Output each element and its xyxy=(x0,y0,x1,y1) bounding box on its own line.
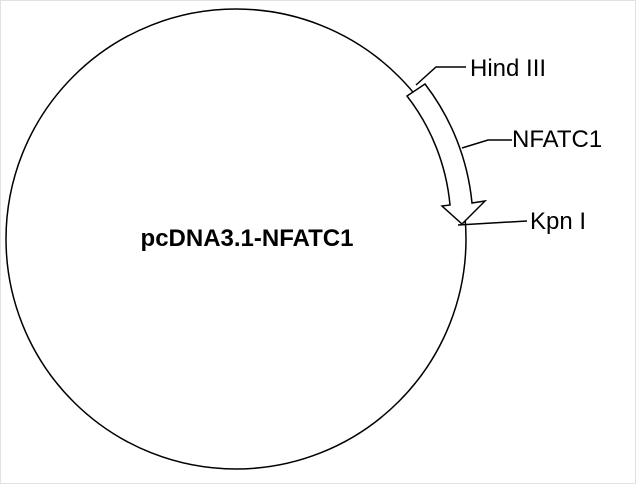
hind-iii-label: Hind III xyxy=(470,55,546,82)
kpn-i-leader-line xyxy=(457,220,528,226)
nfatc1-insert-arrow xyxy=(405,82,488,226)
nfatc1-label: NFATC1 xyxy=(512,126,602,153)
plasmid-name: pcDNA3.1-NFATC1 xyxy=(141,225,354,252)
hind-iii-leader-line xyxy=(415,66,466,86)
plasmid-backbone-circle xyxy=(5,8,467,470)
kpn-i-label: Kpn I xyxy=(530,208,586,235)
nfatc1-leader-line xyxy=(461,139,512,149)
